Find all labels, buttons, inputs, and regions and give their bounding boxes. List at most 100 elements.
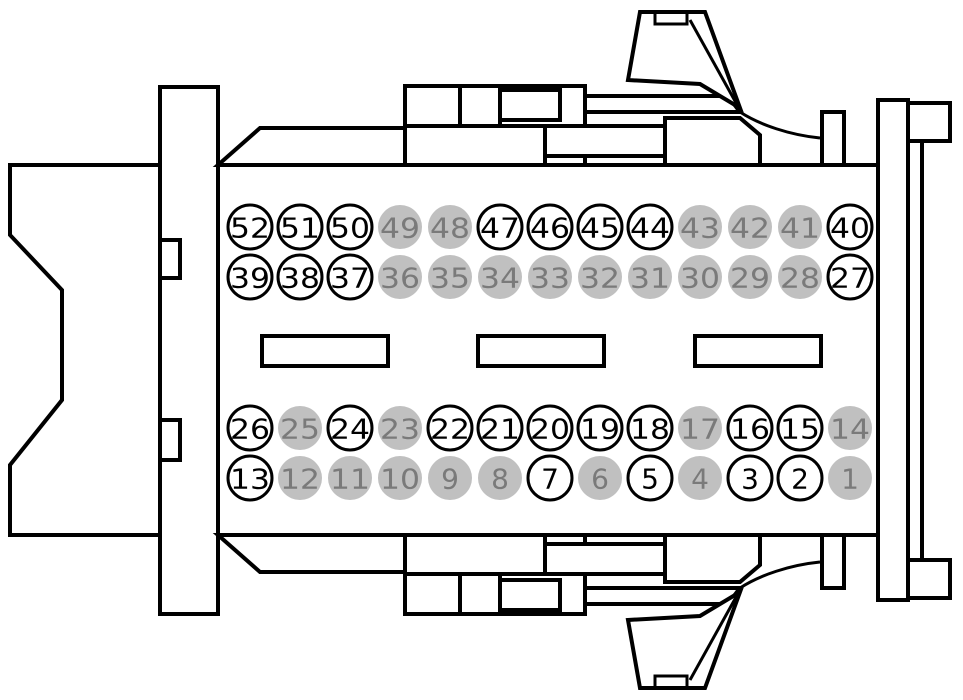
pin-circle-empty	[828, 456, 872, 500]
pin-4: 4	[678, 456, 722, 500]
pin-circle-empty	[278, 456, 322, 500]
pin-circle-used	[526, 404, 574, 452]
pin-20: 20	[526, 404, 574, 452]
pin-label: 41	[780, 212, 820, 245]
pin-circle-empty	[678, 255, 722, 299]
pin-31: 31	[628, 255, 672, 299]
pin-43: 43	[678, 205, 722, 249]
pin-45: 45	[576, 203, 624, 251]
pin-label: 30	[680, 262, 720, 295]
pin-50: 50	[326, 203, 374, 251]
pin-circle-used	[226, 203, 274, 251]
pin-label: 36	[380, 262, 420, 295]
pin-label: 45	[580, 212, 620, 245]
pin-28: 28	[778, 255, 822, 299]
top-latch-assembly	[212, 10, 821, 167]
pin-label: 32	[580, 262, 620, 295]
pin-35: 35	[428, 255, 472, 299]
pin-label: 39	[230, 262, 270, 295]
pin-circle-empty	[378, 456, 422, 500]
pin-circle-empty	[378, 205, 422, 249]
pin-label: 20	[530, 413, 570, 446]
pin-circle-used	[226, 454, 274, 502]
pin-label: 38	[280, 262, 320, 295]
connector-left-flange	[158, 85, 220, 616]
pin-label: 13	[230, 463, 270, 496]
pin-circle-used	[726, 454, 774, 502]
pin-37: 37	[326, 253, 374, 301]
pin-17: 17	[678, 406, 722, 450]
pin-47: 47	[476, 203, 524, 251]
pin-label: 28	[780, 262, 820, 295]
pin-label: 12	[280, 463, 320, 496]
pin-27: 27	[826, 253, 874, 301]
key-slot-left	[260, 334, 390, 368]
pin-circle-used	[526, 454, 574, 502]
pin-19: 19	[576, 404, 624, 452]
pin-label: 14	[830, 413, 870, 446]
pin-label: 37	[330, 262, 370, 295]
pin-42: 42	[728, 205, 772, 249]
pin-label: 19	[580, 413, 620, 446]
pin-label: 6	[591, 463, 609, 496]
pin-label: 25	[280, 413, 320, 446]
pin-14: 14	[828, 406, 872, 450]
pin-24: 24	[326, 404, 374, 452]
pin-label: 35	[430, 262, 470, 295]
pin-circle-empty	[428, 205, 472, 249]
pin-label: 42	[730, 212, 770, 245]
pin-8: 8	[478, 456, 522, 500]
pin-label: 3	[741, 463, 759, 496]
pin-48: 48	[428, 205, 472, 249]
pin-13: 13	[226, 454, 274, 502]
pin-1: 1	[828, 456, 872, 500]
pin-circle-empty	[828, 406, 872, 450]
pin-46: 46	[526, 203, 574, 251]
pin-21: 21	[476, 404, 524, 452]
pin-label: 9	[441, 463, 459, 496]
pin-39: 39	[226, 253, 274, 301]
pin-label: 15	[780, 413, 820, 446]
pin-label: 26	[230, 413, 270, 446]
pin-circle-empty	[328, 456, 372, 500]
pin-44: 44	[626, 203, 674, 251]
pin-label: 34	[480, 262, 520, 295]
pin-38: 38	[276, 253, 324, 301]
connector-left-tail	[8, 163, 162, 537]
pin-circle-used	[326, 203, 374, 251]
pin-circle-empty	[778, 255, 822, 299]
pin-circle-used	[326, 253, 374, 301]
pin-label: 47	[480, 212, 520, 245]
pin-circle-used	[576, 404, 624, 452]
pin-circle-empty	[428, 456, 472, 500]
pin-label: 52	[230, 212, 270, 245]
pin-label: 29	[730, 262, 770, 295]
pin-circle-empty	[678, 205, 722, 249]
pin-label: 43	[680, 212, 720, 245]
pin-label: 27	[830, 262, 870, 295]
pin-3: 3	[726, 454, 774, 502]
center-key-slots	[260, 334, 823, 368]
pin-32: 32	[578, 255, 622, 299]
pin-40: 40	[826, 203, 874, 251]
left-flange-tab-top	[158, 238, 182, 280]
pin-circle-used	[776, 454, 824, 502]
pin-circle-empty	[378, 255, 422, 299]
pin-circle-used	[426, 404, 474, 452]
pin-11: 11	[328, 456, 372, 500]
pin-label: 24	[330, 413, 370, 446]
pin-circle-used	[776, 404, 824, 452]
pin-12: 12	[278, 456, 322, 500]
pin-22: 22	[426, 404, 474, 452]
pin-circle-empty	[528, 255, 572, 299]
pin-16: 16	[726, 404, 774, 452]
pin-29: 29	[728, 255, 772, 299]
pin-label: 5	[641, 463, 659, 496]
pin-label: 44	[630, 212, 670, 245]
pin-circle-empty	[728, 255, 772, 299]
pin-circle-empty	[278, 406, 322, 450]
pin-circle-used	[276, 203, 324, 251]
key-slot-middle	[476, 334, 606, 368]
pin-label: 40	[830, 212, 870, 245]
